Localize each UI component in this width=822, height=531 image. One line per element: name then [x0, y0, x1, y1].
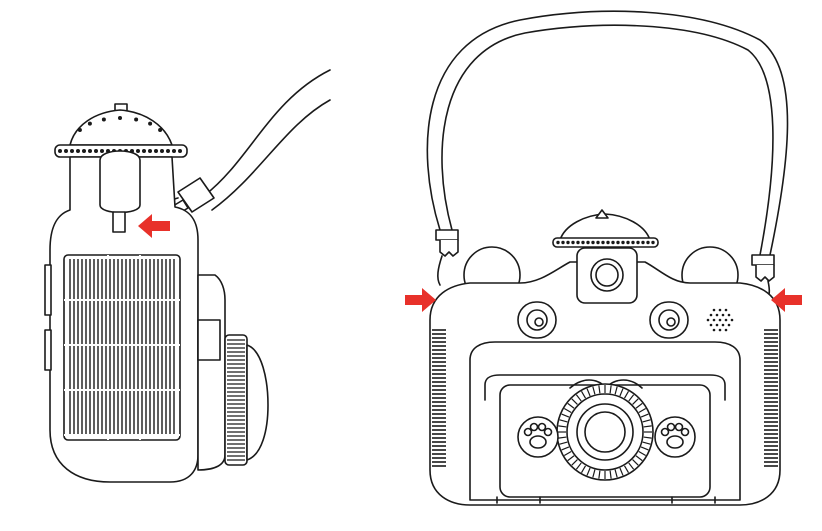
side-button: [44, 264, 52, 316]
front-strap: [426, 10, 789, 303]
side-button: [44, 329, 52, 371]
front-lens: [556, 383, 654, 481]
strap-lug: [112, 211, 126, 233]
left-eye: [517, 301, 557, 339]
speaker-icon: [706, 308, 734, 332]
top-dome: [54, 103, 188, 158]
arrow-right-icon: [405, 288, 436, 312]
arrow-left-icon: [138, 214, 170, 238]
top-dome-front: [552, 209, 659, 248]
front-view-camera: [405, 10, 802, 506]
solar-panel: [63, 254, 181, 441]
side-strap: [149, 69, 331, 215]
arrow-left-icon: [771, 288, 802, 312]
strap-mount: [99, 150, 141, 214]
paw-icon: [517, 416, 559, 458]
side-lens: [197, 274, 269, 471]
right-eye: [649, 301, 689, 339]
side-grips: [432, 329, 778, 467]
side-view-camera: [44, 69, 331, 483]
paw-icon: [654, 416, 696, 458]
